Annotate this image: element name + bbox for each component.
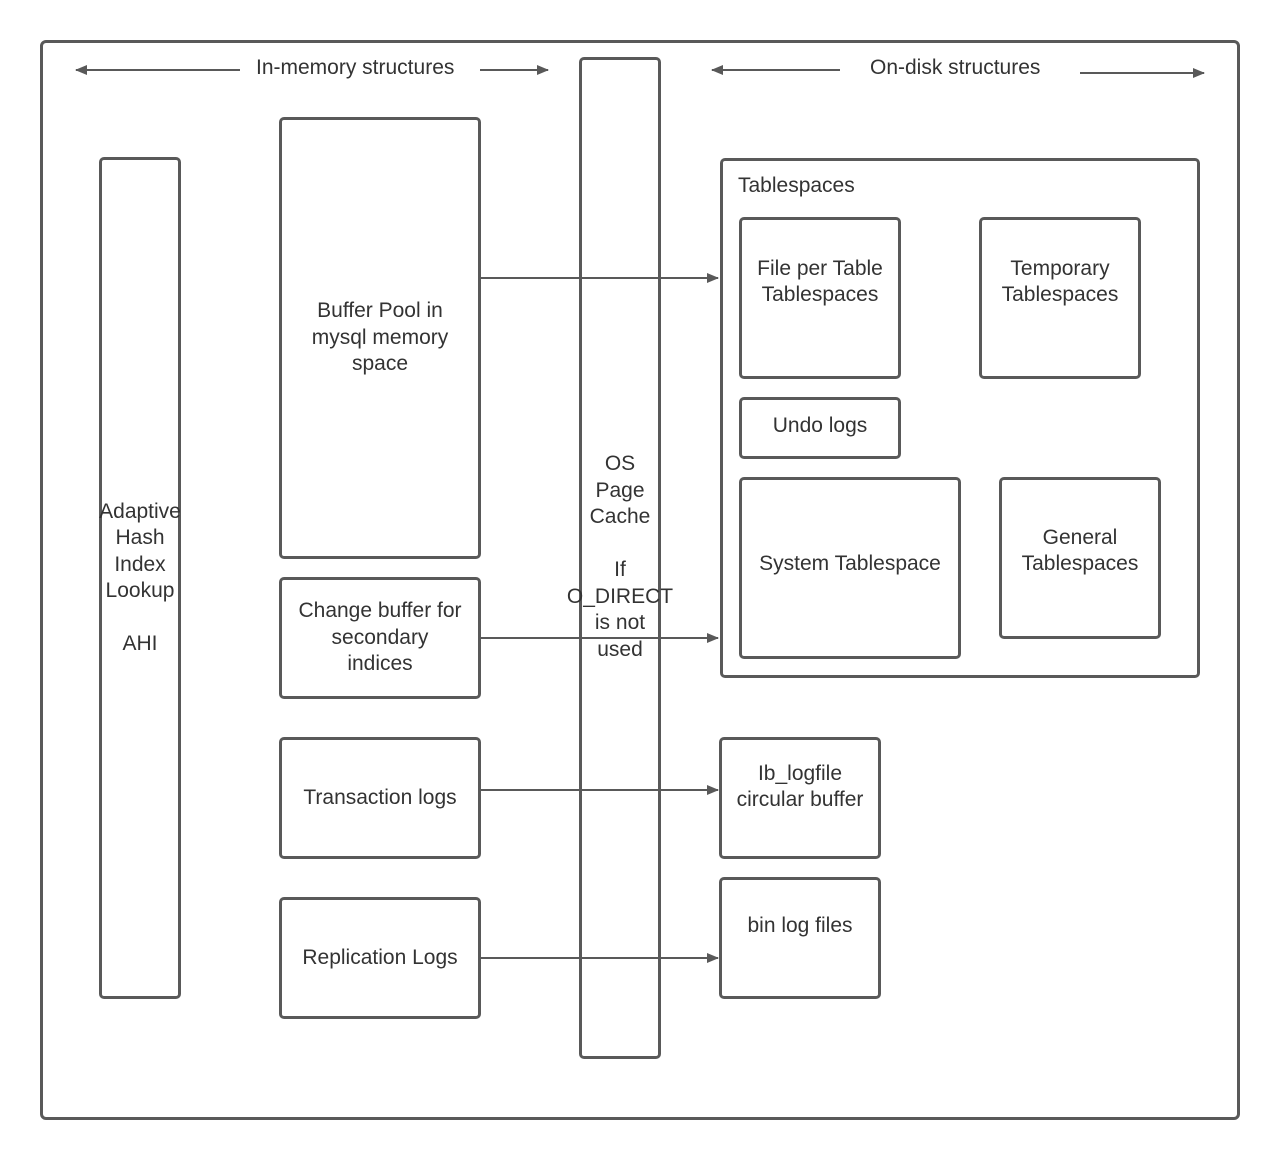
tablespaces-group xyxy=(720,158,1200,678)
bin-log-files-label: bin log files xyxy=(747,913,853,937)
temporary-tablespaces-label: Temporary Tablespaces xyxy=(1001,256,1119,307)
diagram-frame xyxy=(40,40,1240,1120)
on-disk-structures-label: On-disk structures xyxy=(862,55,1049,81)
bin-log-files-box: bin log files xyxy=(719,877,881,999)
ahi-label: Adaptive Hash Index Lookup AHI xyxy=(99,499,181,656)
file-per-table-box: File per Table Tablespaces xyxy=(739,217,901,379)
undo-logs-label: Undo logs xyxy=(772,413,868,437)
undo-logs-box: Undo logs xyxy=(739,397,901,459)
transaction-logs-box: Transaction logs xyxy=(279,737,481,859)
ib-logfile-box: Ib_logfile circular buffer xyxy=(719,737,881,859)
system-tablespace-label: System Tablespace xyxy=(759,551,941,575)
in-memory-structures-label: In-memory structures xyxy=(248,55,463,81)
tablespaces-title: Tablespaces xyxy=(738,174,855,197)
replication-logs-label: Replication Logs xyxy=(302,945,458,969)
change-buffer-box: Change buffer for secondary indices xyxy=(279,577,481,699)
general-tablespaces-box: General Tablespaces xyxy=(999,477,1161,639)
temporary-tablespaces-box: Temporary Tablespaces xyxy=(979,217,1141,379)
buffer-pool-label: Buffer Pool in mysql memory space xyxy=(311,299,449,376)
ahi-box: Adaptive Hash Index Lookup AHI xyxy=(99,157,181,999)
os-page-cache-label: OS Page Cache If O_DIRECT is not used xyxy=(566,452,674,661)
ib-logfile-label: Ib_logfile circular buffer xyxy=(736,761,864,812)
general-tablespaces-label: General Tablespaces xyxy=(1021,525,1139,576)
system-tablespace-box: System Tablespace xyxy=(739,477,961,659)
os-page-cache-box: OS Page Cache If O_DIRECT is not used xyxy=(567,57,673,1059)
replication-logs-box: Replication Logs xyxy=(279,897,481,1019)
buffer-pool-box: Buffer Pool in mysql memory space xyxy=(279,117,481,559)
change-buffer-label: Change buffer for secondary indices xyxy=(298,599,462,676)
transaction-logs-label: Transaction logs xyxy=(303,785,457,809)
file-per-table-label: File per Table Tablespaces xyxy=(757,256,883,307)
